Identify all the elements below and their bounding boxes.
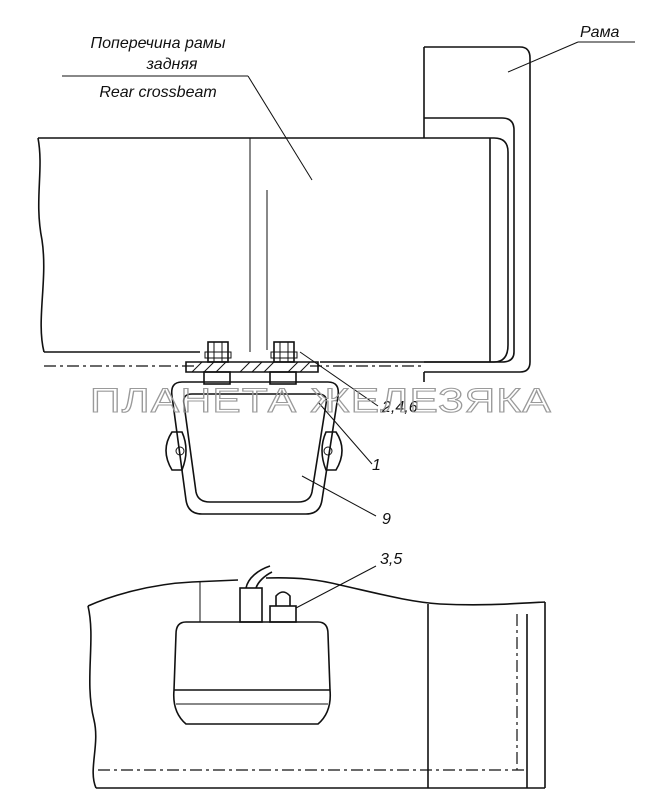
callout-9: 9	[382, 511, 391, 528]
callout-1: 1	[372, 457, 381, 474]
callout-2-4-6: 2,4,6	[381, 399, 418, 416]
lamp-bracket	[185, 361, 319, 373]
watermark-text: ПЛАНЕТА ЖЕЛЕЗЯКА	[90, 382, 552, 420]
crossbeam-label-ru-line2: задняя	[146, 56, 198, 73]
frame-member	[423, 46, 531, 382]
bolt-right	[269, 341, 298, 385]
rear-crossbeam	[37, 137, 509, 367]
callout-3-5: 3,5	[380, 551, 402, 568]
frame-label: Рама	[580, 24, 620, 41]
lamp-top-view	[165, 381, 343, 515]
bolt-left	[203, 341, 232, 385]
crossbeam-label-ru-line1: Поперечина рамы	[91, 35, 226, 52]
crossbeam-label-en: Rear crossbeam	[99, 84, 216, 101]
lamp-side-view	[172, 565, 332, 725]
leader-lines	[62, 41, 635, 609]
side-view-beam	[87, 577, 546, 789]
